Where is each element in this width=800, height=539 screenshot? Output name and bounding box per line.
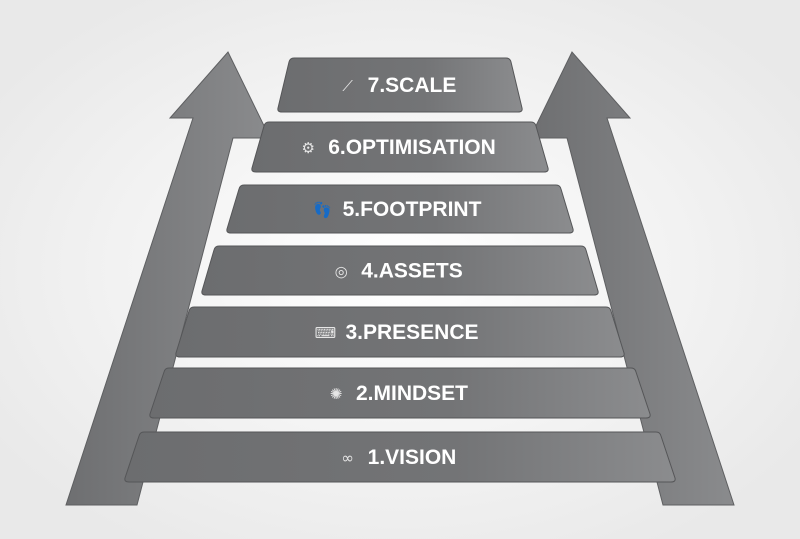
step-7: 7.SCALE ⟋	[277, 57, 523, 113]
step-label: 2.MINDSET	[356, 382, 468, 405]
step-bar	[226, 184, 574, 234]
step-1: 1.VISION ∞	[124, 431, 676, 483]
step-label: 3.PRESENCE	[345, 321, 478, 344]
step-bar	[149, 367, 651, 419]
step-bar	[201, 245, 599, 296]
laptop-globe-icon: ⌨	[315, 324, 337, 342]
step-4: 4.ASSETS ◎	[201, 245, 599, 296]
step-bar	[175, 306, 625, 358]
step-6: 6.OPTIMISATION ⚙	[251, 121, 549, 173]
step-2: 2.MINDSET ✺	[149, 367, 651, 419]
step-3: 3.PRESENCE ⌨	[175, 306, 625, 358]
footprints-icon: 👣	[313, 200, 332, 219]
step-bar	[124, 431, 676, 483]
stairs-growth-icon: ⟋	[342, 77, 353, 95]
brain-icon: ✺	[330, 385, 343, 403]
binoculars-icon: ∞	[341, 449, 354, 467]
step-label: 1.VISION	[368, 446, 457, 469]
coin-cycle-icon: ◎	[335, 263, 348, 281]
step-label: 6.OPTIMISATION	[328, 136, 496, 159]
step-bar	[251, 121, 549, 173]
step-label: 5.FOOTPRINT	[343, 198, 482, 221]
step-label: 4.ASSETS	[361, 260, 463, 283]
step-5: 5.FOOTPRINT 👣	[226, 184, 574, 234]
step-label: 7.SCALE	[368, 74, 457, 97]
gear-check-icon: ⚙	[301, 139, 314, 157]
step-bar	[277, 57, 523, 113]
